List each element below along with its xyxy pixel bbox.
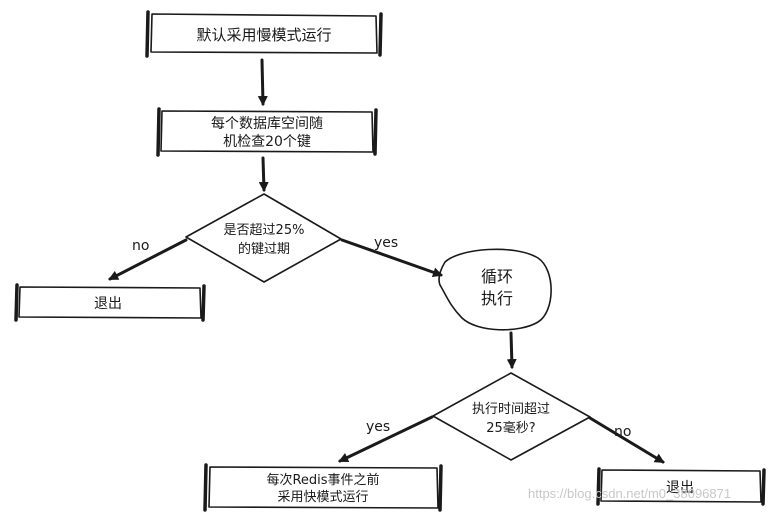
loop-label-line1: 循环	[481, 267, 513, 286]
decision-1-diamond	[185, 193, 342, 283]
arrow-check-to-decision1	[258, 156, 269, 192]
start-label: 默认采用慢模式运行	[196, 26, 331, 44]
exit-1-box	[14, 283, 206, 322]
arrow-decision1-no	[108, 238, 188, 281]
edge-label-d1-no: no	[132, 238, 149, 254]
exit-2-box	[596, 467, 766, 506]
decision2-label-line1: 执行时间超过	[472, 402, 550, 417]
check-label-line1: 每个数据库空间随	[211, 116, 323, 132]
fast-label-line2: 采用快模式运行	[277, 490, 368, 505]
arrow-decision1-yes	[340, 238, 443, 278]
arrow-loop-to-decision2	[506, 331, 517, 369]
fast-label-line1: 每次Redis事件之前	[266, 472, 379, 488]
check-box	[156, 107, 378, 157]
start-box	[145, 10, 383, 58]
check-label-line2: 机检查20个键	[223, 134, 311, 150]
edge-label-d2-no: no	[614, 424, 631, 440]
edge-label-d2-yes: yes	[366, 419, 390, 435]
decision1-label-line2: 的键过期	[238, 241, 290, 257]
arrow-decision2-yes	[338, 415, 434, 463]
arrow-decision2-no	[588, 416, 665, 464]
decision-2-diamond	[432, 372, 591, 461]
loop-blob	[438, 248, 552, 331]
fast-mode-box	[203, 463, 443, 512]
exit1-label: 退出	[94, 296, 122, 312]
watermark: https://blog.csdn.net/m0_38096871	[528, 486, 732, 501]
exit2-label: 退出	[666, 480, 694, 496]
edge-label-d1-yes: yes	[374, 235, 398, 251]
decision2-label-line2: 25毫秒?	[486, 420, 535, 436]
loop-label-line2: 执行	[481, 289, 513, 308]
decision1-label-line1: 是否超过25%	[224, 223, 305, 238]
arrow-start-to-check	[257, 58, 268, 106]
